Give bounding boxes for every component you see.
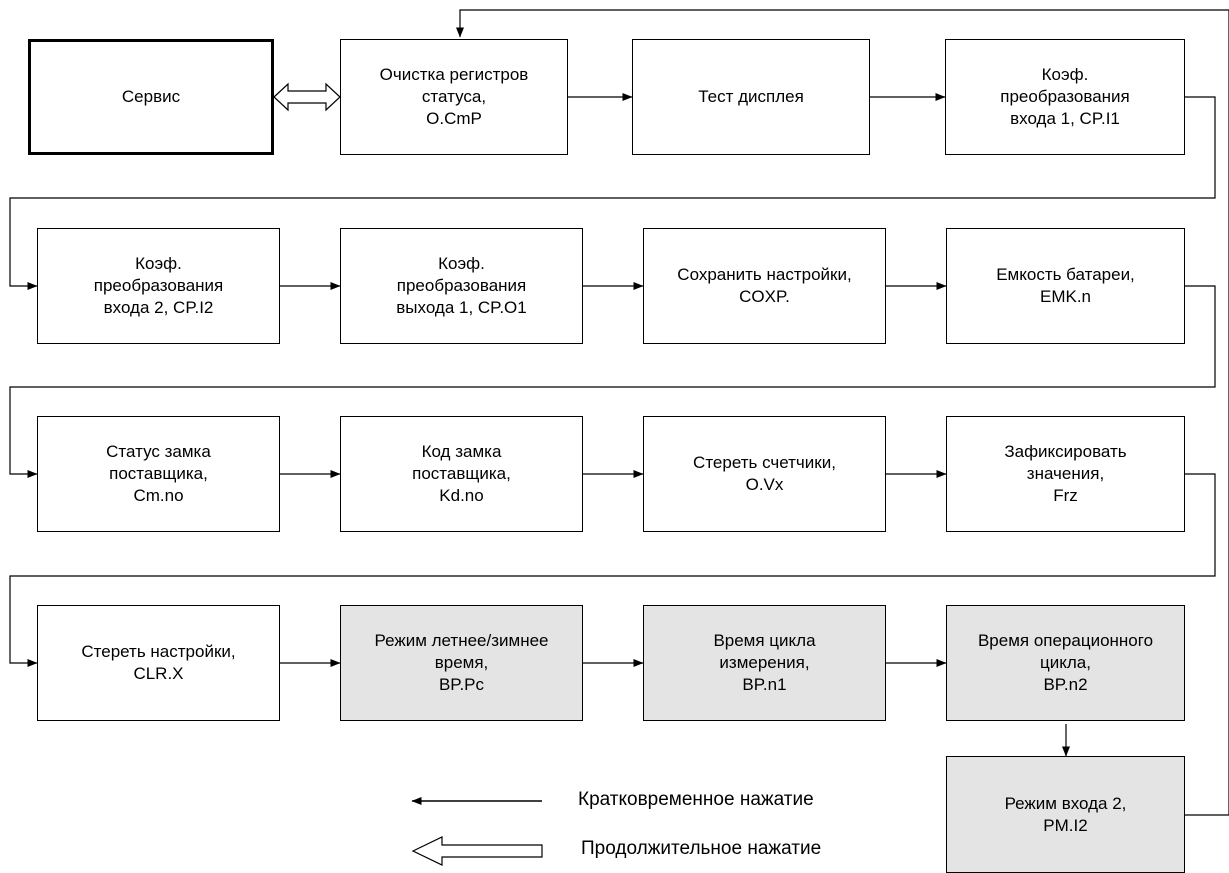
long-press-legend-arrow-icon (411, 836, 543, 866)
legend-short-press-label: Кратковременное нажатие (578, 789, 814, 810)
box-coef-in2: Коэф. преобразования входа 2, CP.I2 (37, 228, 280, 344)
box-save-settings: Сохранить настройки, COXP. (643, 228, 886, 344)
arrow-wrap-row1-row2 (9, 96, 1216, 290)
arrow-wrap-row2-row3 (9, 285, 1216, 478)
box-clear-status: Очистка регистров статуса, O.CmP (340, 39, 568, 155)
box-erase-settings: Стереть настройки, CLR.X (37, 605, 280, 721)
box-meas-cycle: Время цикла измерения, BP.n1 (643, 605, 886, 721)
box-freeze: Зафиксировать значения, Frz (946, 416, 1185, 532)
box-dst-mode: Режим летнее/зимнее время, BP.Pc (340, 605, 583, 721)
box-display-test: Тест дисплея (632, 39, 870, 155)
box-service: Сервис (28, 39, 274, 155)
box-lock-code: Код замка поставщика, Kd.no (340, 416, 583, 532)
long-press-double-arrow-icon (273, 82, 341, 112)
box-erase-counters: Стереть счетчики, O.Vx (643, 416, 886, 532)
legend-long-press-label: Продолжительное нажатие (581, 838, 822, 859)
box-coef-out1: Коэф. преобразования выхода 1, CP.O1 (340, 228, 583, 344)
box-coef-in1: Коэф. преобразования входа 1, CP.I1 (945, 39, 1185, 155)
arrow-loop-return (456, 9, 1229, 816)
box-lock-status: Статус замка поставщика, Cm.no (37, 416, 280, 532)
box-op-cycle: Время операционного цикла, BP.n2 (946, 605, 1185, 721)
box-battery: Емкость батареи, EMK.n (946, 228, 1185, 344)
box-input2-mode: Режим входа 2, PM.I2 (946, 756, 1185, 873)
arrow-wrap-row3-row4 (9, 473, 1216, 667)
